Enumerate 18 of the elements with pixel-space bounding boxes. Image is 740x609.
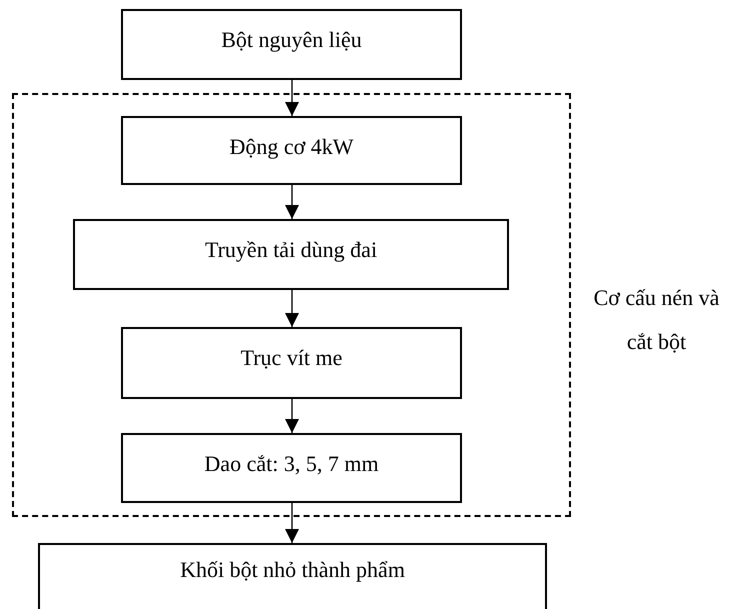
- arrow: [285, 185, 299, 219]
- arrow: [285, 399, 299, 433]
- arrow: [285, 503, 299, 543]
- box-label: Động cơ 4kW: [229, 134, 354, 161]
- box-label: Khối bột nhỏ thành phẩm: [180, 557, 405, 584]
- group-label: Cơ cấu nén và cắt bột: [592, 284, 720, 356]
- process-box: [121, 433, 462, 503]
- process-box: [121, 327, 462, 399]
- process-box: [38, 543, 547, 609]
- process-box: [121, 116, 462, 185]
- process-box: [121, 9, 462, 80]
- box-label: Truyền tải dùng đai: [204, 237, 378, 264]
- process-box: [73, 219, 509, 290]
- box-label: Dao cắt: 3, 5, 7 mm: [204, 451, 379, 478]
- arrow: [285, 80, 299, 116]
- arrow: [285, 290, 299, 327]
- box-label: Bột nguyên liệu: [221, 27, 362, 54]
- box-label: Trục vít me: [240, 345, 342, 372]
